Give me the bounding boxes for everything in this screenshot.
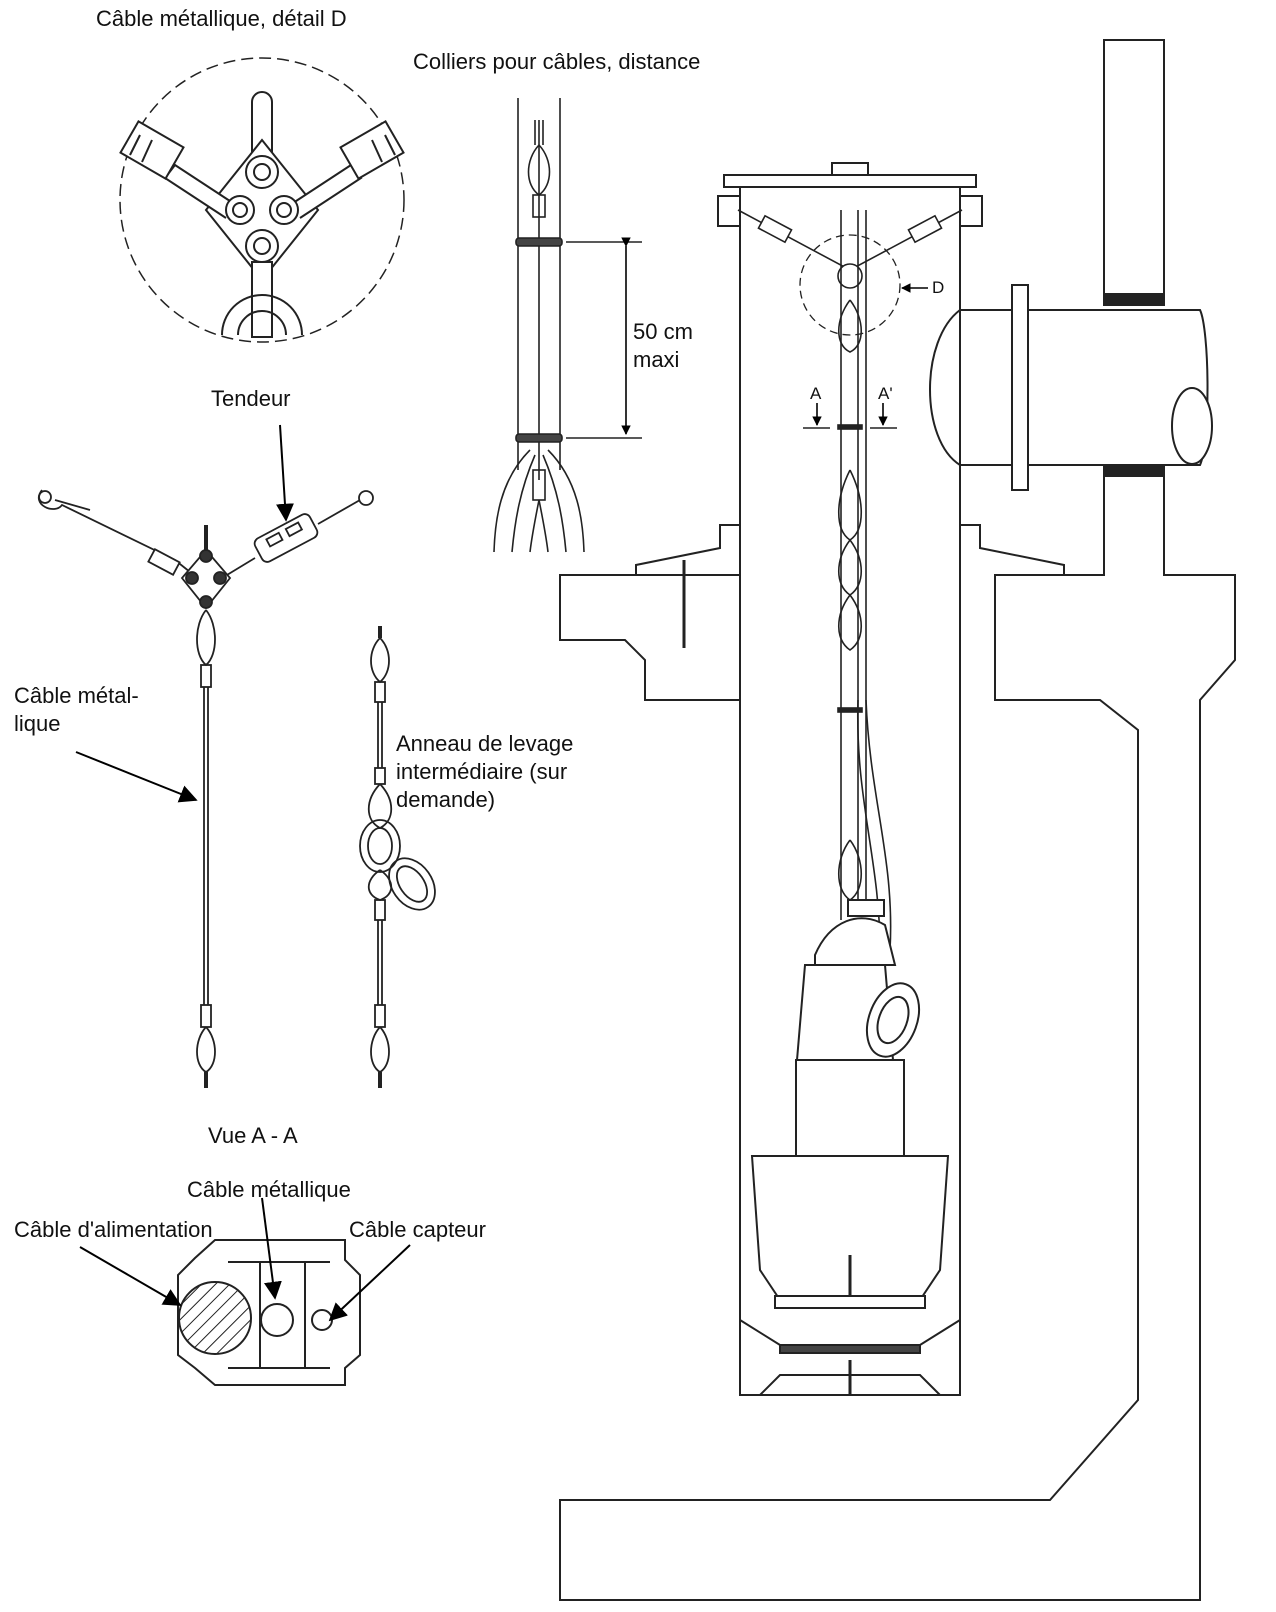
cable-collars-title: Colliers pour câbles, distance: [413, 49, 701, 74]
marker-a: A: [810, 384, 822, 403]
power-cable-label: Câble d'alimentation: [14, 1217, 213, 1242]
tensioner-label: Tendeur: [211, 386, 291, 411]
marker-a-prime: A': [878, 384, 893, 403]
marker-d: D: [932, 278, 945, 297]
sensor-cable-label: Câble capteur: [349, 1217, 486, 1242]
chamber-cables: [737, 209, 963, 951]
submersible-pump: [739, 899, 961, 1396]
leader-arrows: [75, 424, 411, 1322]
lifting-ring-label-line2: intermédiaire (sur: [396, 759, 568, 784]
lifting-ring-label-line1: Anneau de levage: [396, 731, 574, 756]
detail-d-title: Câble métallique, détail D: [96, 6, 347, 31]
distance-value: 50 cm: [633, 319, 693, 344]
lifting-ring-label-line3: demande): [396, 787, 496, 812]
intermediate-lifting-ring: [359, 626, 436, 1088]
wire-rope-label-line2: lique: [14, 711, 61, 736]
section-a-a-view: [177, 1239, 361, 1386]
pump-chamber: [559, 39, 1236, 1601]
wire-rope-section-label: Câble métallique: [187, 1177, 351, 1202]
tensioner-assembly: [38, 489, 374, 1088]
detail-d-view: [119, 57, 405, 343]
distance-unit: maxi: [633, 347, 680, 372]
cable-collars-view: [493, 98, 642, 553]
wire-rope-label-line1: Câble métal-: [14, 683, 139, 708]
view-aa-title: Vue A - A: [208, 1123, 298, 1148]
